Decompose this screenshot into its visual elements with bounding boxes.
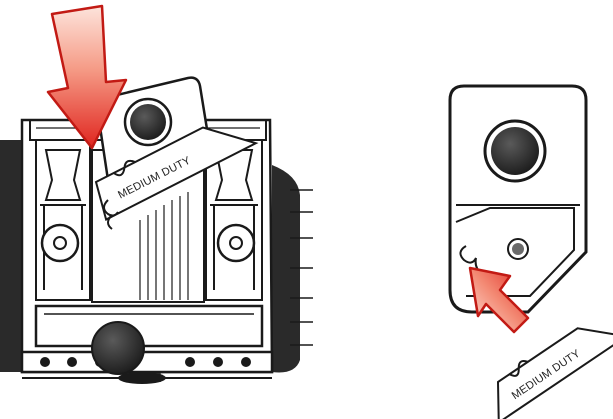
lower-tray — [36, 306, 262, 346]
left-pin — [42, 225, 78, 261]
blade-holder-right — [450, 86, 586, 312]
left-side-band — [0, 140, 22, 372]
base-bar — [22, 352, 272, 372]
holder-cap-left — [125, 99, 171, 145]
cutter-tool-left: MEDIUM DUTY — [0, 78, 313, 384]
utility-blade-right: MEDIUM DUTY — [478, 305, 613, 419]
screw-right — [508, 239, 528, 259]
holder-cap-right — [485, 121, 545, 181]
right-pin — [218, 225, 254, 261]
